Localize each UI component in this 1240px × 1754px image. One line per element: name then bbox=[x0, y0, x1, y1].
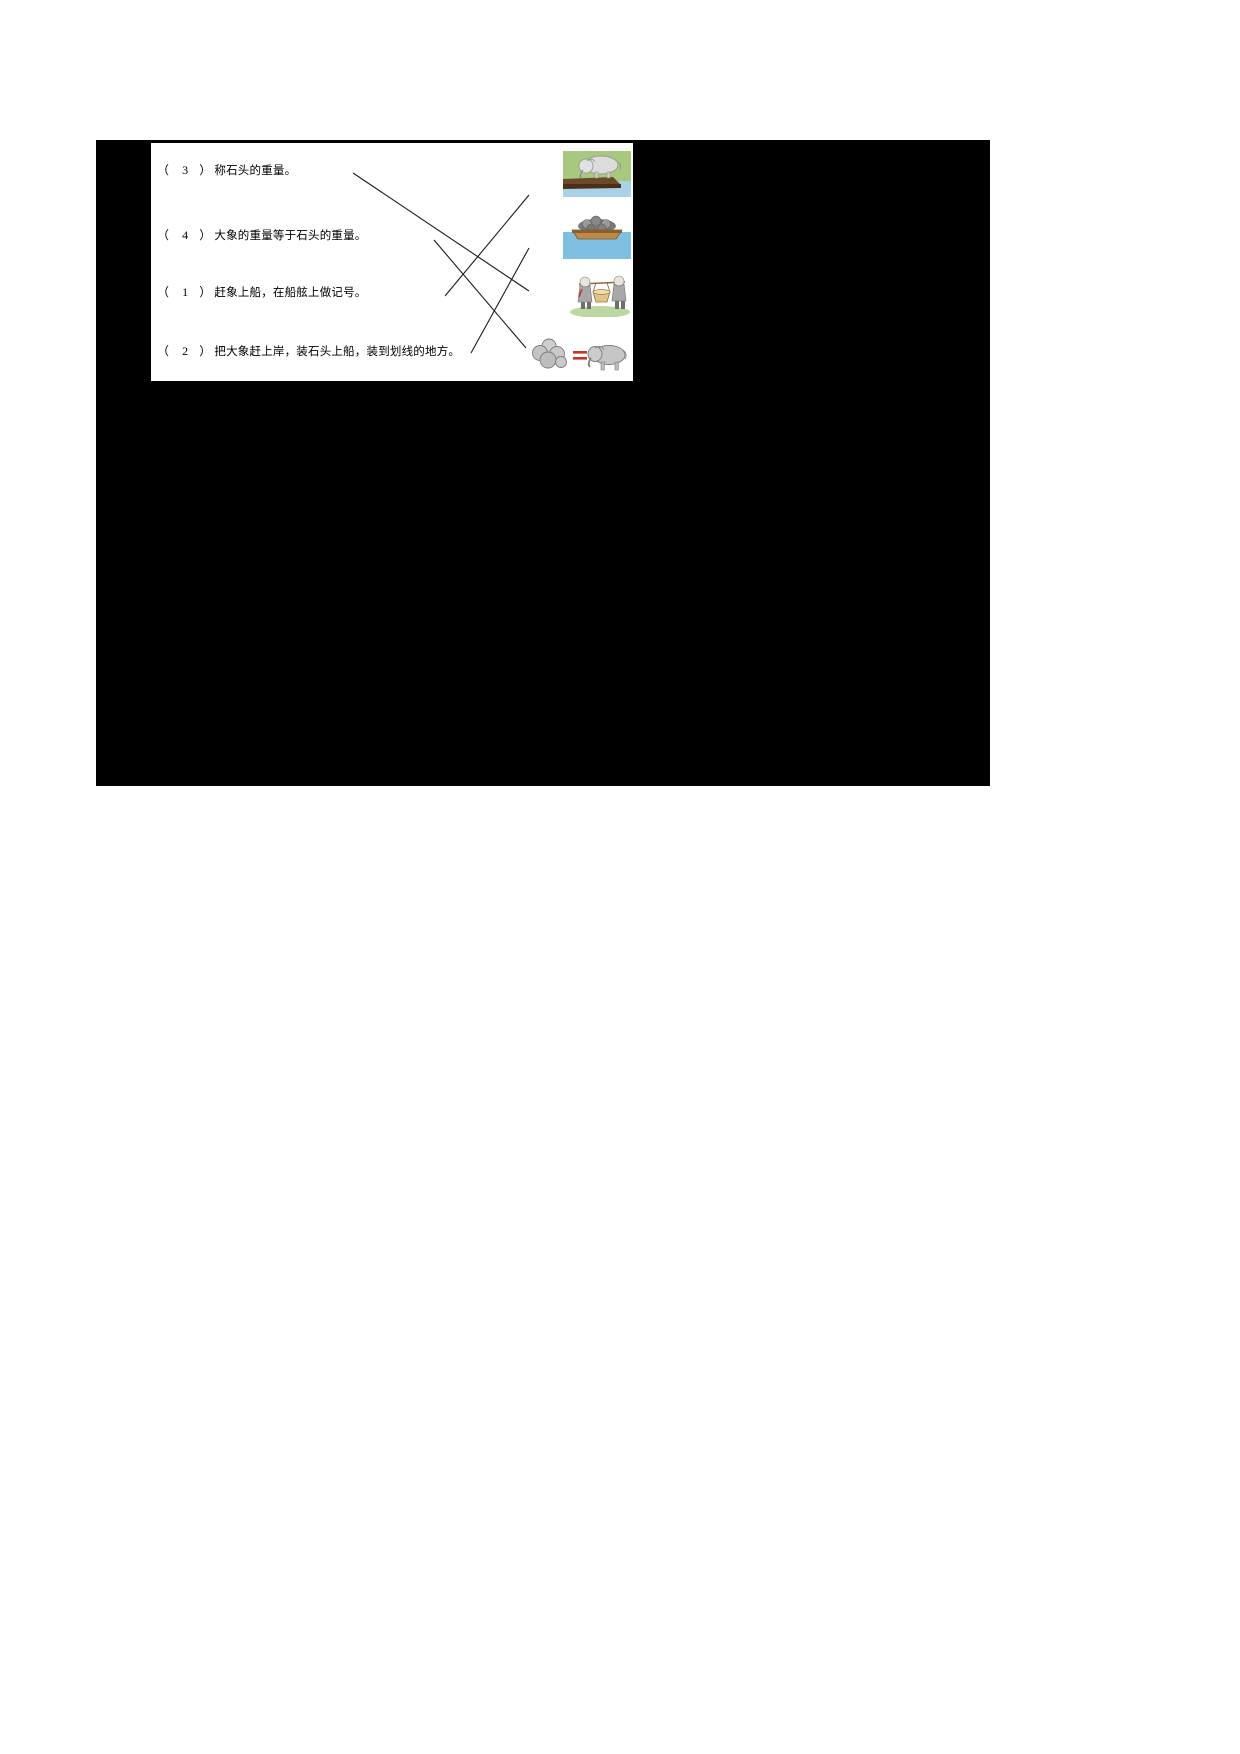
matching-exercise-card: （ 3 ） 称石头的重量。 （ 4 ） 大象的重量等于石头的重量。 （ 1 ） … bbox=[151, 143, 633, 381]
stones-equal-elephant-picture[interactable] bbox=[527, 335, 631, 375]
paren-close: ） bbox=[199, 163, 212, 177]
men-carrying-basket-picture[interactable] bbox=[569, 273, 631, 317]
order-number-input[interactable]: 2 bbox=[182, 344, 189, 358]
picture-column bbox=[523, 143, 633, 381]
statement-text: 赶象上船，在船舷上做记号。 bbox=[214, 285, 367, 299]
boat-with-stones-picture[interactable] bbox=[563, 215, 631, 259]
paren-close: ） bbox=[199, 285, 212, 299]
paren-open: （ bbox=[157, 163, 170, 177]
statement-text: 把大象赶上岸，装石头上船，装到划线的地方。 bbox=[214, 344, 461, 358]
paren-open: （ bbox=[157, 228, 170, 242]
statement-text: 称石头的重量。 bbox=[214, 163, 297, 177]
paren-open: （ bbox=[157, 344, 170, 358]
list-item[interactable]: （ 2 ） 把大象赶上岸，装石头上船，装到划线的地方。 bbox=[157, 342, 460, 359]
list-item[interactable]: （ 1 ） 赶象上船，在船舷上做记号。 bbox=[157, 283, 367, 300]
connector-lines bbox=[352, 172, 530, 354]
paren-open: （ bbox=[157, 285, 170, 299]
elephant-on-boat-picture[interactable] bbox=[563, 151, 631, 197]
order-number-input[interactable]: 1 bbox=[182, 285, 189, 299]
paren-close: ） bbox=[199, 228, 212, 242]
statement-list: （ 3 ） 称石头的重量。 （ 4 ） 大象的重量等于石头的重量。 （ 1 ） … bbox=[151, 143, 551, 381]
statement-text: 大象的重量等于石头的重量。 bbox=[214, 228, 367, 242]
order-number-input[interactable]: 4 bbox=[182, 228, 189, 242]
list-item[interactable]: （ 3 ） 称石头的重量。 bbox=[157, 161, 296, 178]
order-number-input[interactable]: 3 bbox=[182, 163, 189, 177]
list-item[interactable]: （ 4 ） 大象的重量等于石头的重量。 bbox=[157, 226, 367, 243]
paren-close: ） bbox=[199, 344, 212, 358]
